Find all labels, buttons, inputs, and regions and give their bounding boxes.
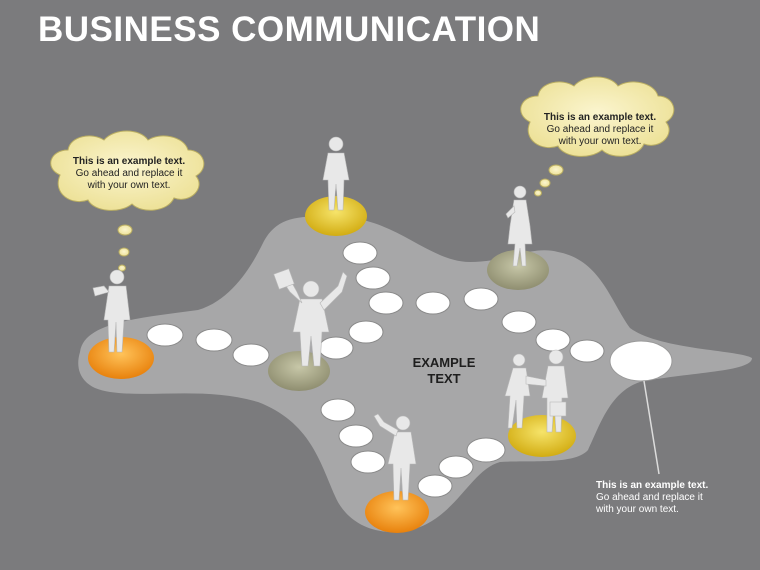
page-title: BUSINESS COMMUNICATION <box>38 10 541 49</box>
stepping-stone <box>342 241 378 265</box>
stepping-stone <box>417 474 453 498</box>
person-standing-icon <box>322 136 350 211</box>
platform-shape <box>78 216 752 532</box>
center-label: EXAMPLE TEXT <box>396 355 492 387</box>
stepping-stone <box>368 291 404 315</box>
stepping-stone <box>535 328 571 352</box>
person-pointing-icon <box>373 413 417 501</box>
bubble-line: Go ahead and replace it <box>75 168 183 179</box>
callout-line2: Go ahead and replace it <box>596 492 703 503</box>
callout-text: This is an example text. Go ahead and re… <box>596 480 746 516</box>
stepping-stone <box>195 328 233 352</box>
stepping-stone <box>415 291 451 315</box>
thought-cloud-left <box>50 130 205 272</box>
bubble-line: with your own text. <box>558 136 642 147</box>
stepping-stone <box>320 398 356 422</box>
bubble-line: Go ahead and replace it <box>546 124 654 135</box>
person-reading-icon <box>92 269 131 353</box>
pad-orange-bottom <box>365 491 429 533</box>
pad-orange-left <box>88 337 154 379</box>
stepping-stone <box>318 336 354 360</box>
handshake-icon <box>504 349 569 433</box>
stepping-stone <box>463 287 499 311</box>
center-label-line2: TEXT <box>427 371 461 386</box>
stepping-stone <box>466 437 506 463</box>
stepping-stone <box>338 424 374 448</box>
bubble-line: with your own text. <box>87 180 171 191</box>
callout-line <box>643 380 660 475</box>
thought-cloud-right <box>520 76 675 197</box>
pad-yellow-top <box>305 196 367 236</box>
target-stone <box>609 340 673 382</box>
stepping-stone <box>569 339 605 363</box>
stepping-stone <box>501 310 537 334</box>
bubble-text-left: This is an example text. Go ahead and re… <box>62 156 196 192</box>
bubble-text-right: This is an example text. Go ahead and re… <box>532 112 668 148</box>
stepping-stone <box>348 320 384 344</box>
stepping-stone <box>355 266 391 290</box>
stepping-stone <box>350 450 386 474</box>
person-cheering-icon <box>273 268 348 367</box>
bubble-line: This is an example text. <box>543 112 657 123</box>
pad-olive-right <box>487 250 549 290</box>
callout-line3: with your own text. <box>596 504 679 515</box>
stepping-stone <box>232 343 270 367</box>
stepping-stone <box>438 455 474 479</box>
stepping-stone <box>146 323 184 347</box>
center-label-line1: EXAMPLE <box>412 355 476 370</box>
bubble-line: This is an example text. <box>72 156 186 167</box>
callout-line1: This is an example text. <box>596 480 709 491</box>
woman-phone-icon <box>505 185 533 267</box>
